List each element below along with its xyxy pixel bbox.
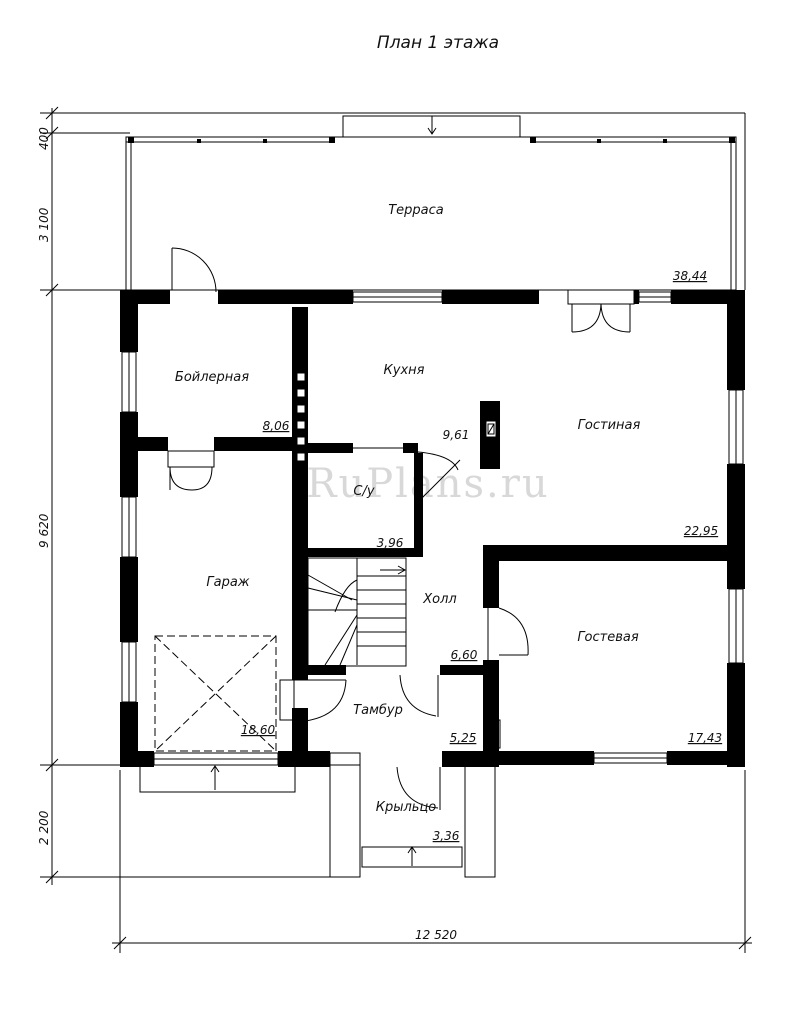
room-area-terrace: 38,44 xyxy=(673,269,707,283)
fireplace-symbol xyxy=(487,423,495,435)
room-labels: Терраса 38,44 Бойлерная 8,06 Кухня 9,61 … xyxy=(175,203,722,843)
dimension-lines xyxy=(40,106,752,953)
dimension-left-3100: 3 100 xyxy=(37,207,51,242)
room-area-kitchen: 9,61 xyxy=(443,428,470,442)
room-area-tambour: 5,25 xyxy=(450,731,477,745)
room-area-boiler: 8,06 xyxy=(263,419,290,433)
room-name-kitchen: Кухня xyxy=(384,363,425,378)
room-area-porch: 3,36 xyxy=(433,829,460,843)
room-area-bathroom: 3,96 xyxy=(377,536,404,550)
room-area-guest: 17,43 xyxy=(688,731,722,745)
garage-parking-spot xyxy=(154,635,277,752)
doors xyxy=(167,247,635,810)
room-area-hall: 6,60 xyxy=(451,648,478,662)
room-area-garage: 18,60 xyxy=(241,723,276,737)
staircase xyxy=(307,557,407,667)
plan-title: План 1 этажа xyxy=(377,33,499,53)
room-name-porch: Крыльцо xyxy=(376,800,437,815)
walls xyxy=(120,290,745,767)
dimension-left-2200: 2 200 xyxy=(37,810,51,845)
room-name-tambour: Тамбур xyxy=(353,703,403,718)
dimension-left-9620: 9 620 xyxy=(37,513,51,548)
room-name-hall: Холл xyxy=(422,592,456,607)
terrace-outline xyxy=(125,115,737,291)
room-name-boiler: Бойлерная xyxy=(175,370,249,385)
porch-outline xyxy=(139,764,496,878)
room-name-living: Гостиная xyxy=(578,418,641,433)
room-name-bathroom: С/у xyxy=(353,484,374,499)
room-name-garage: Гараж xyxy=(206,575,249,590)
terrace-posts xyxy=(128,137,735,143)
windows xyxy=(121,291,744,766)
room-area-living: 22,95 xyxy=(684,524,718,538)
dimension-left-400: 400 xyxy=(37,127,51,150)
room-name-terrace: Терраса xyxy=(388,203,444,218)
watermark: RuPlans.ru xyxy=(306,461,549,507)
room-name-guest: Гостевая xyxy=(577,630,639,645)
dimension-bottom-12520: 12 520 xyxy=(415,928,457,942)
